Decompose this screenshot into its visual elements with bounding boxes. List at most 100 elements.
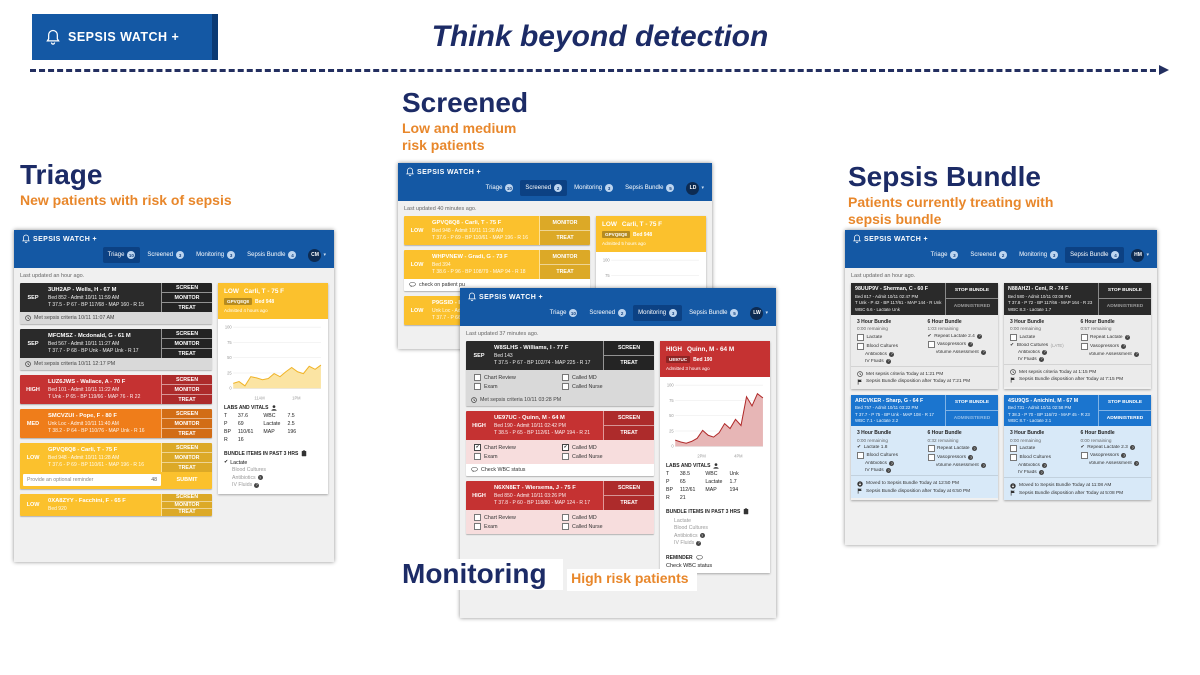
checkbox-exam[interactable]: Exam [474,523,558,530]
checkbox-exam[interactable]: Exam [474,453,558,460]
patient-id-chip: GPVQ8Q8 [602,231,630,238]
treat-button[interactable]: TREAT [604,425,654,440]
bell-icon [22,234,30,244]
screen-button[interactable]: SCREEN [162,494,212,501]
monitor-button[interactable]: MONITOR [162,338,212,348]
checkbox-called-md[interactable]: Called MD [562,514,646,521]
bundle-task-repeat-lactate[interactable]: Repeat Lactate? [927,445,993,452]
administered-button[interactable]: ADMINISTERED [1099,298,1151,314]
task-label: Blood Cultures [866,343,898,349]
administered-button[interactable]: ADMINISTERED [946,409,998,426]
stop-bundle-button[interactable]: STOP BUNDLE [1107,288,1143,294]
monitor-button[interactable]: MONITOR [162,384,212,394]
user-menu[interactable]: CM▾ [308,248,326,262]
monitor-button[interactable]: MONITOR [540,216,590,230]
screen-button[interactable]: SCREEN [162,283,212,292]
bundle-task-volume-assessment: Volume Assessment? [936,349,993,355]
treat-button[interactable]: TREAT [162,508,212,516]
checkbox-called-md[interactable]: Called MD [562,374,646,381]
screen-button[interactable]: SCREEN [604,341,654,355]
checkbox-chart-review[interactable]: Chart Review [474,514,558,521]
bundle-task-vasopressors[interactable]: Vasopressors? [1080,452,1146,459]
severity-label: SEP [27,294,39,301]
treat-button[interactable]: TREAT [604,495,654,510]
user-menu[interactable]: LD▾ [686,181,704,195]
user-menu[interactable]: LW▾ [750,306,768,320]
screen-button[interactable]: SCREEN [162,375,212,384]
monitor-button[interactable]: MONITOR [162,418,212,428]
bundle-task-vasopressors[interactable]: Vasopressors? [1080,342,1146,350]
treat-button[interactable]: TREAT [162,302,212,312]
treat-button[interactable]: TREAT [540,230,590,245]
svg-text:100: 100 [667,383,675,388]
checkbox-chart-review[interactable]: Chart Review [474,374,558,381]
administered-button[interactable]: ADMINISTERED [946,298,998,314]
bundle-task-vasopressors[interactable]: Vasopressors? [927,340,993,348]
administered-button[interactable]: ADMINISTERED [1099,409,1151,426]
screen-button[interactable]: SCREEN [604,411,654,425]
bundle-task-vasopressors[interactable]: Vasopressors? [927,454,993,461]
lab-name: MAP [705,487,717,494]
bundle-task-blood-cultures[interactable]: Blood Cultures [857,452,922,459]
svg-text:50: 50 [669,413,674,418]
treat-button[interactable]: TREAT [162,428,212,438]
bundle-task-lactate[interactable]: Lactate [1010,333,1075,341]
treat-button[interactable]: TREAT [540,264,590,279]
checkbox-chart-review[interactable]: ✔Chart Review [474,444,558,451]
screen-button[interactable]: SCREEN [162,329,212,338]
stop-bundle-button[interactable]: STOP BUNDLE [954,288,990,294]
submit-button[interactable]: SUBMIT [176,477,198,483]
checkbox-called-md[interactable]: ✔Called MD [562,444,646,451]
treat-button[interactable]: TREAT [162,348,212,358]
monitoring-section-label: Monitoring High risk patients [398,559,697,591]
labs-title: LABS AND VITALS [224,405,322,411]
bundle-task-blood-cultures[interactable]: Blood Cultures [857,342,922,350]
screen-button[interactable]: SCREEN [604,481,654,495]
checkbox-called-nurse[interactable]: Called Nurse [562,523,646,530]
monitor-button[interactable]: MONITOR [162,500,212,508]
checkbox-label: Chart Review [484,444,516,451]
bundle-task-lactate[interactable]: Lactate [1010,445,1075,452]
screen-button[interactable]: SCREEN [162,443,212,452]
bundle-task-blood-cultures[interactable]: Blood Cultures [1010,454,1075,461]
treat-button[interactable]: TREAT [604,355,654,370]
checkbox-called-nurse[interactable]: Called Nurse [562,453,646,460]
treat-button[interactable]: TREAT [162,394,212,404]
checkbox-exam[interactable]: Exam [474,383,558,390]
bundle-task-repeat-lactate[interactable]: Repeat Lactate? [1080,333,1146,341]
stop-bundle-button[interactable]: STOP BUNDLE [954,399,990,405]
monitor-button[interactable]: MONITOR [162,452,212,462]
bed-label: Bed 948 [254,298,275,305]
stop-bundle-button[interactable]: STOP BUNDLE [1107,399,1143,405]
treat-button[interactable]: TREAT [162,462,212,472]
bundle-task-lactate[interactable]: Lactate [857,333,922,341]
checkbox-called-nurse[interactable]: Called Nurse [562,383,646,390]
monitor-button[interactable]: MONITOR [540,250,590,264]
bundle-subtitle-line2: sepsis bundle [848,211,942,228]
bundle-card-actions: STOP BUNDLE ADMINISTERED [1098,394,1151,426]
user-menu[interactable]: HM▾ [1131,248,1149,262]
screen-button[interactable]: SCREEN [162,409,212,418]
monitor-button[interactable]: MONITOR [162,292,212,302]
